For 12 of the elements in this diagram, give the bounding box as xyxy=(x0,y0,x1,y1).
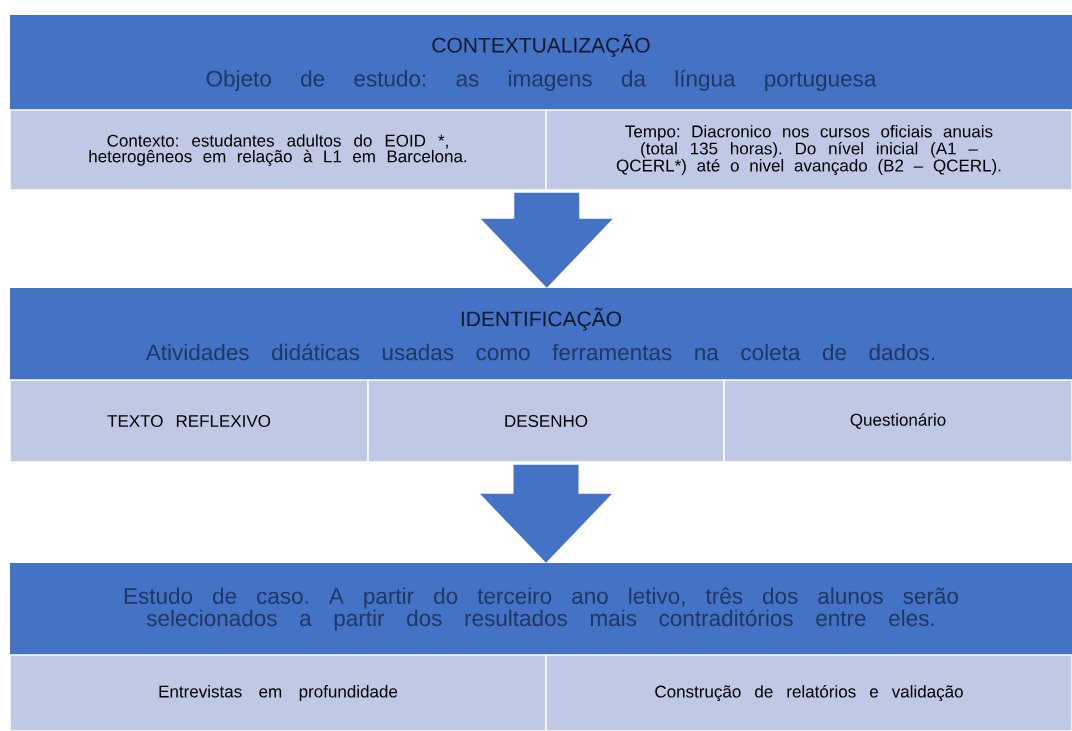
info-cell: Tempo: Diacronico nos cursos oficiais anuais (total 135 horas). Do nível inicial (A1 – QCERL*) até o nivel avançado (B2 – QCERL). xyxy=(545,109,1072,191)
block-arrow xyxy=(480,464,612,563)
info-cell: DESENHO xyxy=(367,379,725,463)
section-band: CONTEXTUALIZAÇÃO Objeto de estudo: as imagens da língua portuguesa xyxy=(10,15,1072,110)
block-arrow xyxy=(480,192,613,288)
section-band: Estudo de caso. A partir do terceiro ano letivo, três dos alunos serão selecionados a partir dos resultados mais contraditórios entre eles. xyxy=(10,563,1072,655)
info-cell: Contexto: estudantes adultos do EOID *, heterogêneos em relação à L1 em Barcelona. xyxy=(9,109,547,191)
info-cell: TEXTO REFLEXIVO xyxy=(9,379,369,463)
section-band: IDENTIFICAÇÃO Atividades didáticas usadas como ferramentas na coleta de dados. xyxy=(10,288,1072,380)
info-cell: Construção de relatórios e validação xyxy=(545,654,1072,731)
info-cell: Questionário xyxy=(723,379,1072,463)
info-cell: Entrevistas em profundidade xyxy=(9,654,547,731)
